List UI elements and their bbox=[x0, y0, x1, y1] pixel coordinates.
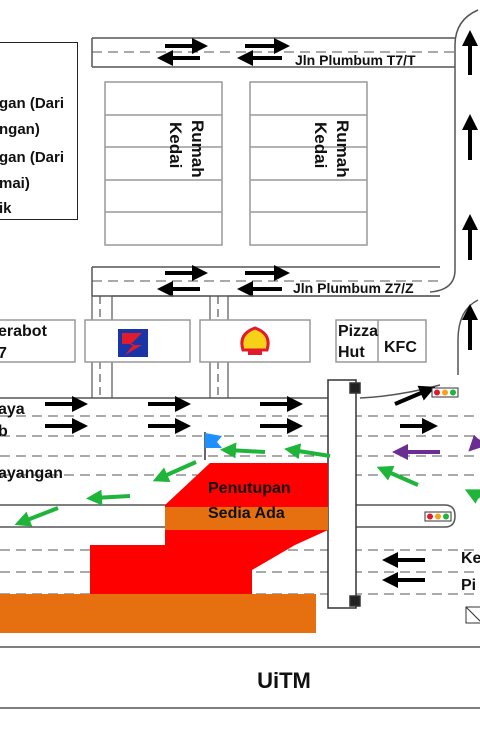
block-left bbox=[104, 81, 223, 246]
arrows-main-road bbox=[45, 385, 438, 588]
arrows-detour-green bbox=[14, 442, 480, 527]
shop-pizza-hut-label-1: Pizza bbox=[338, 323, 378, 340]
shop-kfc-label: KFC bbox=[384, 339, 417, 356]
traffic-light-icon-bottom bbox=[424, 511, 452, 522]
legend-line-2: ngan) bbox=[0, 121, 40, 138]
block-right bbox=[249, 81, 368, 246]
campus-label: UiTM bbox=[257, 668, 311, 693]
shell-logo bbox=[240, 326, 270, 355]
legend-line-4: mai) bbox=[0, 175, 30, 192]
arrows-top-road bbox=[157, 38, 290, 66]
legend-line-3: gan (Dari bbox=[0, 149, 65, 166]
legend-box: gan (Dari ngan) gan (Dari mai) ik bbox=[0, 42, 78, 220]
block-label-left-2: Kedai bbox=[166, 122, 185, 168]
shop-pizza-hut-label-2: Hut bbox=[338, 344, 365, 361]
street-label-top: Jln Plumbum T7/T bbox=[295, 52, 416, 68]
legend-line-5: ik bbox=[0, 200, 12, 217]
legend-line-1: gan (Dari bbox=[0, 95, 65, 112]
overpass bbox=[327, 379, 361, 609]
shop-perabot-label: erabot bbox=[0, 323, 48, 340]
main-road bbox=[0, 384, 480, 709]
block-label-right-2: Kedai bbox=[311, 122, 330, 168]
street-label-middle: Jln Plumbum Z7/Z bbox=[293, 280, 414, 296]
lane-label-pi: Pi bbox=[461, 577, 476, 594]
closure-label-2: Sedia Ada bbox=[208, 505, 285, 522]
arrows-middle-road bbox=[157, 265, 290, 297]
lane-label-ke: Ke bbox=[461, 550, 480, 567]
block-label-left-1: Rumah bbox=[188, 120, 207, 178]
access-roads bbox=[91, 295, 440, 398]
lane-label-b: b bbox=[0, 423, 8, 440]
petronas-logo bbox=[118, 329, 148, 357]
junction-box-icon bbox=[465, 606, 480, 624]
block-label-right-1: Rumah bbox=[333, 120, 352, 178]
traffic-light-icon-top bbox=[431, 387, 459, 398]
flag-marker-icon bbox=[204, 432, 222, 460]
lane-label-raya: aya bbox=[0, 401, 25, 418]
closure-area bbox=[0, 463, 328, 633]
arrows-purple bbox=[392, 434, 480, 460]
closure-label-1: Penutupan bbox=[208, 480, 291, 497]
lane-label-layangan: ayangan bbox=[0, 465, 63, 482]
shop-perabot-label-2: 7 bbox=[0, 345, 7, 362]
road-top bbox=[92, 37, 455, 68]
right-road-edge bbox=[429, 9, 479, 375]
